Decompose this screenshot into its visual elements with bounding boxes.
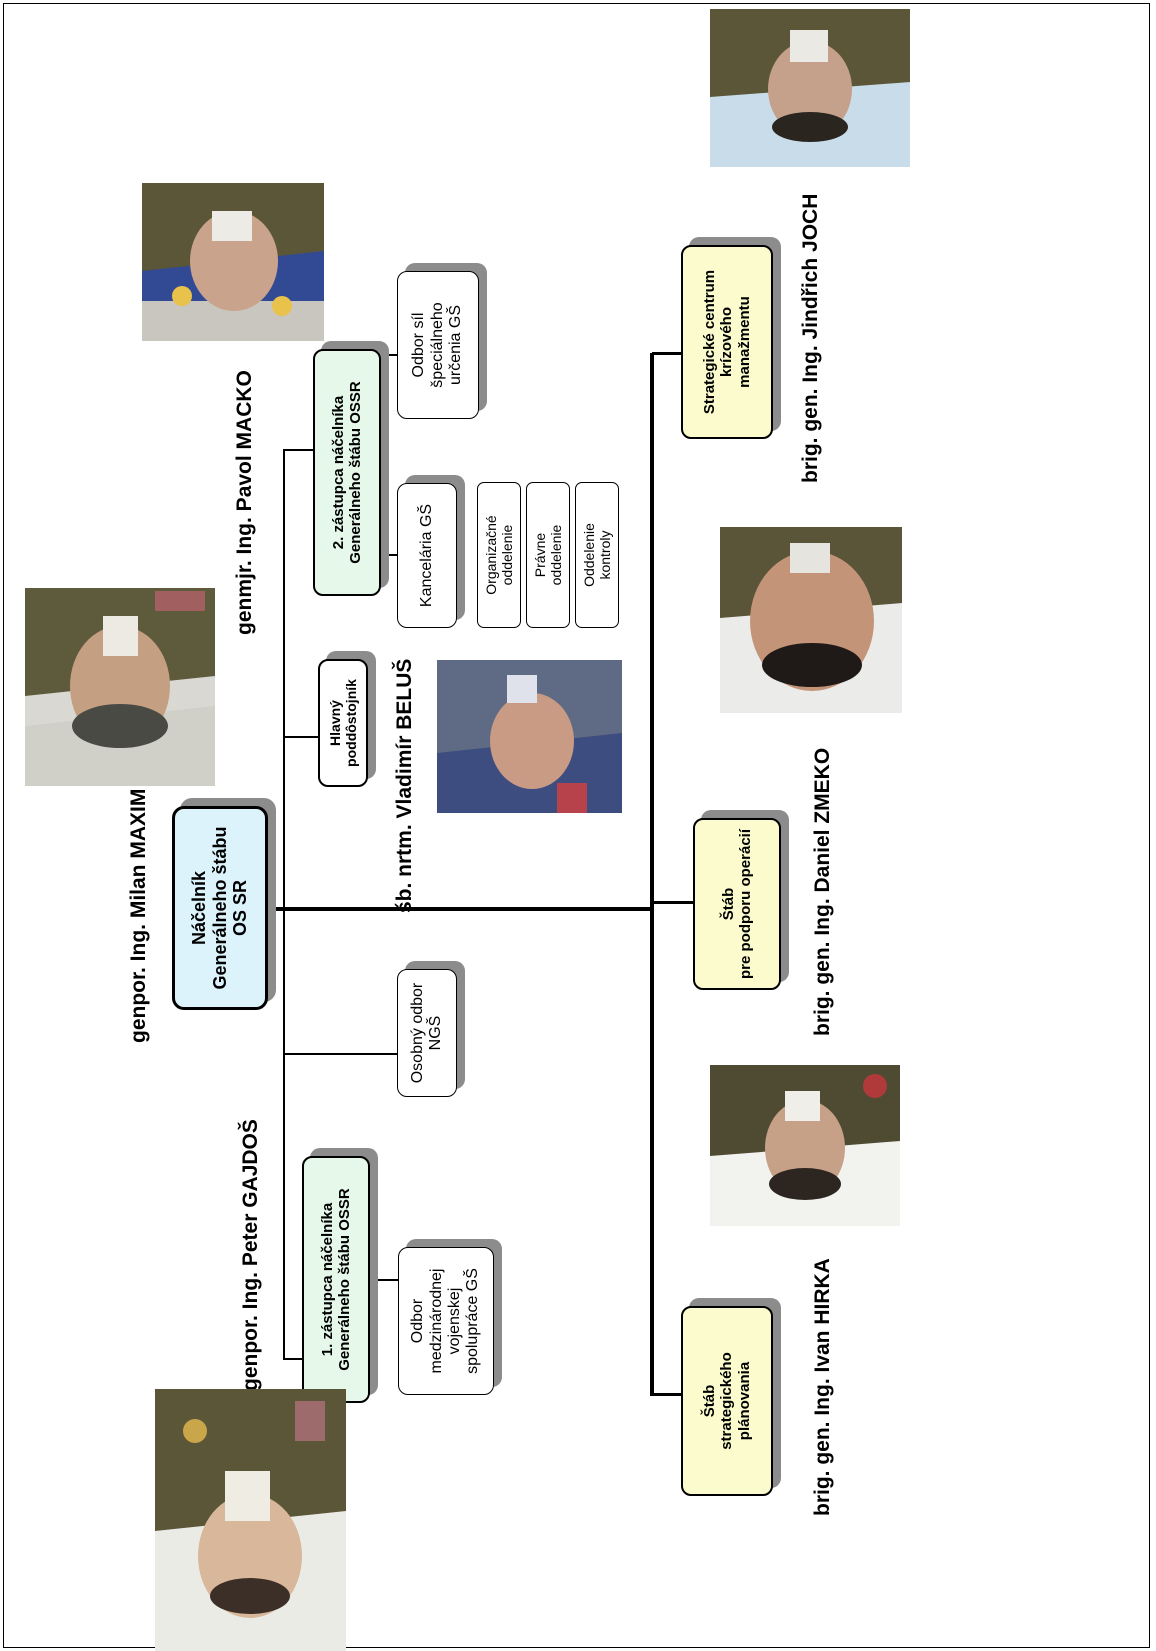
chancellery-title: Kancelária GŠ bbox=[417, 503, 435, 608]
portrait-crisis-center bbox=[710, 9, 910, 167]
staff-support-name: brig. gen. Ing. Daniel ZMEKO bbox=[811, 747, 834, 1036]
photo-deputy1 bbox=[155, 1389, 346, 1651]
staff-planning-box: Štáb strategického plánovania bbox=[681, 1306, 773, 1496]
crisis-center-title: Strategické centrum krízového manažmentu bbox=[701, 269, 753, 415]
chief-box: Náčelník Generálneho štábu OS SR bbox=[172, 806, 268, 1010]
portrait-deputy2 bbox=[142, 183, 324, 341]
photo-crisis-center bbox=[710, 9, 910, 167]
connector-staff-planning bbox=[652, 1393, 682, 1396]
department-legal: Právne oddelenie bbox=[526, 482, 570, 628]
connector-staff-support bbox=[652, 901, 694, 904]
connector-personal-office bbox=[283, 1053, 398, 1055]
nco-title: Hlavný poddôstojník bbox=[326, 679, 359, 767]
department-organizational: Organizačné oddelenie bbox=[477, 482, 521, 628]
staff-support-box: Štáb pre podporu operácií bbox=[693, 818, 781, 990]
personal-office-box: Osobný odbor NGŠ bbox=[397, 969, 457, 1097]
intl-office-title: Odbor medzinárodnej vojenskej spolupráce… bbox=[409, 1268, 482, 1374]
connector-staff-bar bbox=[650, 353, 654, 1396]
nco-name: šb. nrtm. Vladimír BELUŠ bbox=[393, 658, 416, 913]
staff-planning-name: brig. gen. Ing. Ivan HIRKA bbox=[811, 1258, 834, 1516]
connector-nco bbox=[283, 736, 319, 738]
connector-deputies-bar bbox=[283, 449, 285, 1360]
deputy2-name: genmjr. Ing. Pavol MACKO bbox=[233, 370, 256, 635]
department-legal-label: Právne oddelenie bbox=[531, 524, 564, 586]
staff-support-title: Štáb pre podporu operácií bbox=[719, 829, 754, 980]
department-organizational-label: Organizačné oddelenie bbox=[482, 515, 515, 595]
deputy2-title: 2. zástupca náčelníka Generálneho štábu … bbox=[329, 381, 364, 564]
portrait-chief bbox=[25, 588, 215, 786]
photo-nco bbox=[437, 660, 622, 813]
portrait-staff-planning bbox=[710, 1065, 900, 1226]
department-control: Oddelenie kontroly bbox=[575, 482, 619, 628]
chief-name: genpor. Ing. Milan MAXIM bbox=[127, 788, 150, 1043]
special-forces-title: Odbor síl špeciálneho určenia GŠ bbox=[410, 302, 465, 388]
deputy1-title: 1. zástupca náčelníka Generálneho štábu … bbox=[318, 1188, 353, 1371]
deputy1-box: 1. zástupca náčelníka Generálneho štábu … bbox=[302, 1156, 370, 1403]
nco-box: Hlavný poddôstojník bbox=[318, 659, 368, 787]
connector-deputy1 bbox=[283, 1358, 303, 1360]
page-border bbox=[3, 3, 1150, 1648]
connector-deputy2 bbox=[283, 449, 314, 451]
crisis-center-box: Strategické centrum krízového manažmentu bbox=[681, 245, 773, 439]
connector-intl-office bbox=[370, 1279, 399, 1281]
staff-planning-title: Štáb strategického plánovania bbox=[701, 1352, 753, 1450]
photo-chief bbox=[25, 588, 215, 786]
portrait-nco bbox=[437, 660, 622, 813]
connector-crisis-center bbox=[652, 352, 682, 355]
special-forces-box: Odbor síl špeciálneho určenia GŠ bbox=[397, 271, 479, 419]
department-control-label: Oddelenie kontroly bbox=[580, 523, 613, 587]
deputy1-name: genpor. Ing. Peter GAJDOŠ bbox=[239, 1119, 262, 1391]
photo-staff-support bbox=[720, 527, 902, 713]
portrait-deputy1 bbox=[155, 1389, 346, 1651]
personal-office-title: Osobný odbor NGŠ bbox=[408, 982, 444, 1084]
chancellery-box: Kancelária GŠ bbox=[397, 483, 457, 628]
photo-deputy2 bbox=[142, 183, 324, 341]
portrait-staff-support bbox=[720, 527, 902, 713]
intl-office-box: Odbor medzinárodnej vojenskej spolupráce… bbox=[398, 1247, 494, 1395]
photo-staff-planning bbox=[710, 1065, 900, 1226]
crisis-center-name: brig. gen. Ing. Jindřich JOCH bbox=[799, 193, 822, 483]
chief-title: Náčelník Generálneho štábu OS SR bbox=[188, 826, 251, 990]
deputy2-box: 2. zástupca náčelníka Generálneho štábu … bbox=[313, 349, 381, 596]
connector-main-trunk bbox=[270, 907, 652, 911]
